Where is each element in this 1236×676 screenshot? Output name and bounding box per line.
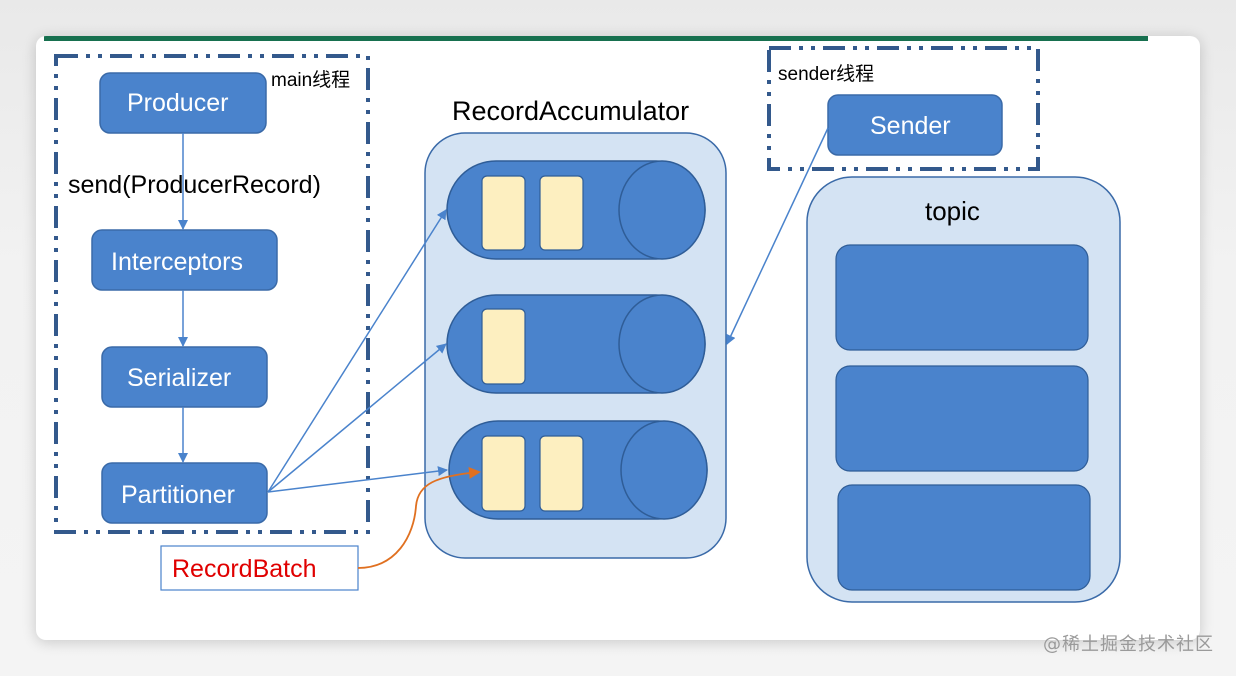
partitioner-label: Partitioner [121,481,235,509]
record-batch [481,308,526,385]
record-batch [539,435,584,512]
interceptors-node [91,229,278,291]
topic-title: topic [925,196,980,226]
sender-thread-label: sender线程 [778,64,875,85]
interceptors-label: Interceptors [111,248,244,276]
record-accumulator-title: RecordAccumulator [452,96,690,126]
arrow-partitioner-to-queue-1 [267,209,447,493]
producer-label: Producer [127,89,229,117]
watermark: @稀土掘金技术社区 [1043,634,1214,655]
top-accent-bar [44,36,1148,41]
main-thread-frame [54,54,370,534]
topic-partition [835,244,1089,351]
partitioner-node [101,462,268,524]
record-batch [481,435,526,512]
serializer-label: Serializer [127,364,232,392]
main-thread-label: main线程 [271,70,351,91]
arrow-record-batch-pointer [357,466,481,569]
arrow-partitioner-to-queue-2 [267,343,447,493]
record-batch-label-box [160,545,359,591]
sender-label: Sender [870,112,951,140]
sender-thread-frame [767,46,1040,171]
record-batch-label: RecordBatch [172,555,317,583]
serializer-node [101,346,268,408]
topic-partition [835,365,1089,472]
record-batch [539,175,584,251]
send-call-label: send(ProducerRecord) [68,171,321,199]
kafka-producer-diagram [54,46,1121,603]
accumulator-queue [446,294,706,394]
record-batch [481,175,526,251]
accumulator-queue [448,420,708,520]
accumulator-queue [446,160,706,260]
topic-partition [837,484,1091,591]
arrow-partitioner-to-queue-3 [267,466,448,493]
arrow-sender-to-accumulator [726,127,829,345]
sender-node [827,94,1003,156]
diagram-card: main线程 Producer send(ProducerRecord) Int… [36,36,1200,640]
